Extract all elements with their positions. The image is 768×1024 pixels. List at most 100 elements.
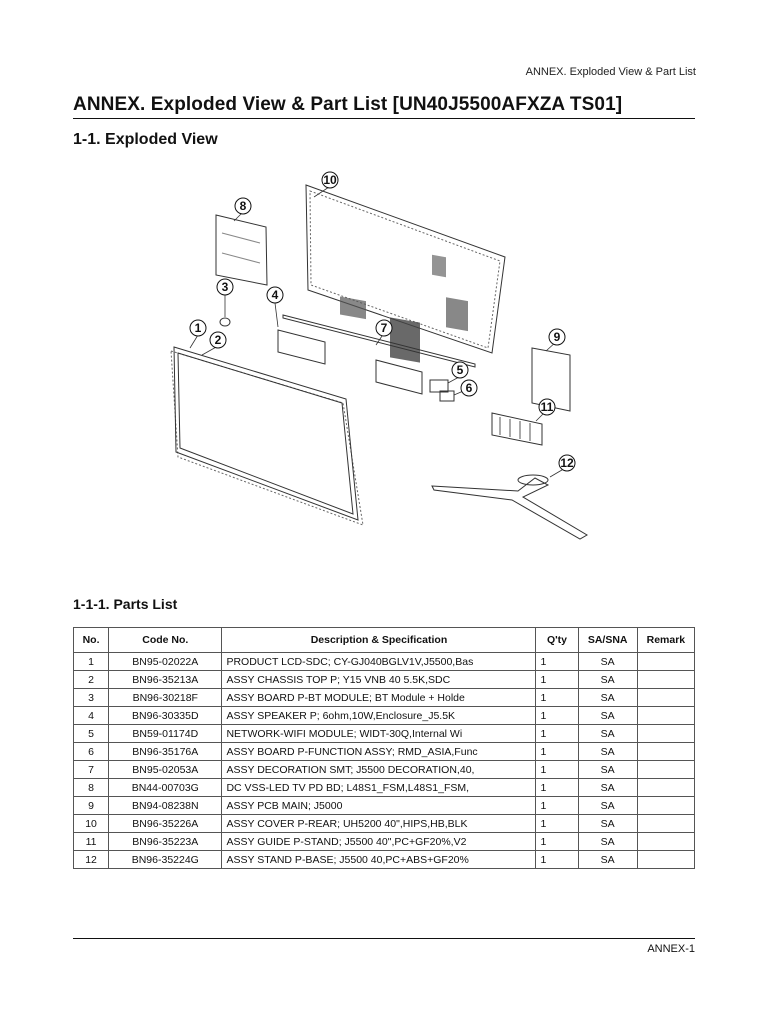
cell-remark [636,724,696,743]
cell-no: 10 [72,814,110,833]
cell-qty: 1 [535,724,579,743]
parts-table: No. Code No. Description & Specification… [72,627,696,869]
cell-no: 2 [72,670,110,689]
cell-no: 12 [72,850,110,869]
cell-code: BN95-02053A [108,760,223,779]
cell-code: BN95-02022A [108,652,223,671]
header-sa: SA/SNA [577,627,638,653]
cell-remark [636,760,696,779]
cell-no: 6 [72,742,110,761]
cell-code: BN94-08238N [108,796,223,815]
cell-description: ASSY CHASSIS TOP P; Y15 VNB 40 5.5K,SDC [221,670,537,689]
rear-cover-part [305,184,506,363]
cell-qty: 1 [535,706,579,725]
header-code: Code No. [108,627,223,653]
callout-1: 1 [195,321,202,335]
cell-qty: 1 [535,688,579,707]
power-board-part [215,214,268,286]
wifi-module-part [429,379,449,393]
cell-sa: SA [577,850,638,869]
cell-qty: 1 [535,814,579,833]
exploded-view-diagram: 10 8 3 4 1 2 7 5 6 9 11 12 [170,171,588,540]
cell-code: BN96-35224G [108,850,223,869]
header-no: No. [72,627,110,653]
page-number: ANNEX-1 [647,943,695,955]
cell-remark [636,670,696,689]
cell-qty: 1 [535,652,579,671]
callout-9: 9 [554,330,561,344]
footer-divider [73,938,695,939]
cell-qty: 1 [535,778,579,797]
cell-code: BN96-35176A [108,742,223,761]
header-remark: Remark [636,627,696,653]
callout-8: 8 [240,199,247,213]
cell-description: ASSY DECORATION SMT; J5500 DECORATION,40… [221,760,537,779]
cell-sa: SA [577,742,638,761]
cell-code: BN96-35223A [108,832,223,851]
header-description: Description & Specification [221,627,537,653]
cell-code: BN96-35226A [108,814,223,833]
callout-10: 10 [323,173,337,187]
page-title: ANNEX. Exploded View & Part List [UN40J5… [73,94,623,115]
cell-remark [636,706,696,725]
cell-remark [636,778,696,797]
cell-sa: SA [577,724,638,743]
cell-description: ASSY BOARD P-BT MODULE; BT Module + Hold… [221,688,537,707]
cell-sa: SA [577,760,638,779]
cell-sa: SA [577,670,638,689]
cell-sa: SA [577,688,638,707]
cell-description: PRODUCT LCD-SDC; CY-GJ040BGLV1V,J5500,Ba… [221,652,537,671]
cell-code: BN96-30335D [108,706,223,725]
cell-no: 9 [72,796,110,815]
cell-no: 4 [72,706,110,725]
cell-no: 11 [72,832,110,851]
speaker-part [277,329,423,395]
cell-description: ASSY SPEAKER P; 6ohm,10W,Enclosure_J5.5K [221,706,537,725]
running-header: ANNEX. Exploded View & Part List [525,66,696,78]
cell-sa: SA [577,832,638,851]
cell-no: 7 [72,760,110,779]
cell-no: 8 [72,778,110,797]
cell-qty: 1 [535,832,579,851]
callout-7: 7 [381,321,388,335]
cell-code: BN96-30218F [108,688,223,707]
cell-remark [636,742,696,761]
cell-code: BN44-00703G [108,778,223,797]
callout-4: 4 [272,288,279,302]
cell-description: DC VSS-LED TV PD BD; L48S1_FSM,L48S1_FSM… [221,778,537,797]
cell-sa: SA [577,814,638,833]
callout-11: 11 [541,400,554,414]
cell-sa: SA [577,796,638,815]
cell-remark [636,814,696,833]
cell-qty: 1 [535,670,579,689]
parts-list-title: 1-1-1. Parts List [73,596,178,612]
main-board-part [531,347,571,412]
callout-5: 5 [457,363,464,377]
callout-2: 2 [215,333,222,347]
cell-sa: SA [577,652,638,671]
decoration-part [282,314,476,368]
function-board-part [439,390,455,402]
cell-description: ASSY STAND P-BASE; J5500 40,PC+ABS+GF20% [221,850,537,869]
cell-description: NETWORK-WIFI MODULE; WIDT-30Q,Internal W… [221,724,537,743]
title-divider [73,118,695,119]
cell-sa: SA [577,778,638,797]
cell-qty: 1 [535,760,579,779]
cell-remark [636,850,696,869]
cell-code: BN96-35213A [108,670,223,689]
cell-description: ASSY GUIDE P-STAND; J5500 40",PC+GF20%,V… [221,832,537,851]
cell-remark [636,652,696,671]
callout-12: 12 [560,456,574,470]
header-qty: Q'ty [535,627,579,653]
bt-module-part [219,317,231,327]
panel-part [170,346,364,526]
callout-3: 3 [222,280,229,294]
